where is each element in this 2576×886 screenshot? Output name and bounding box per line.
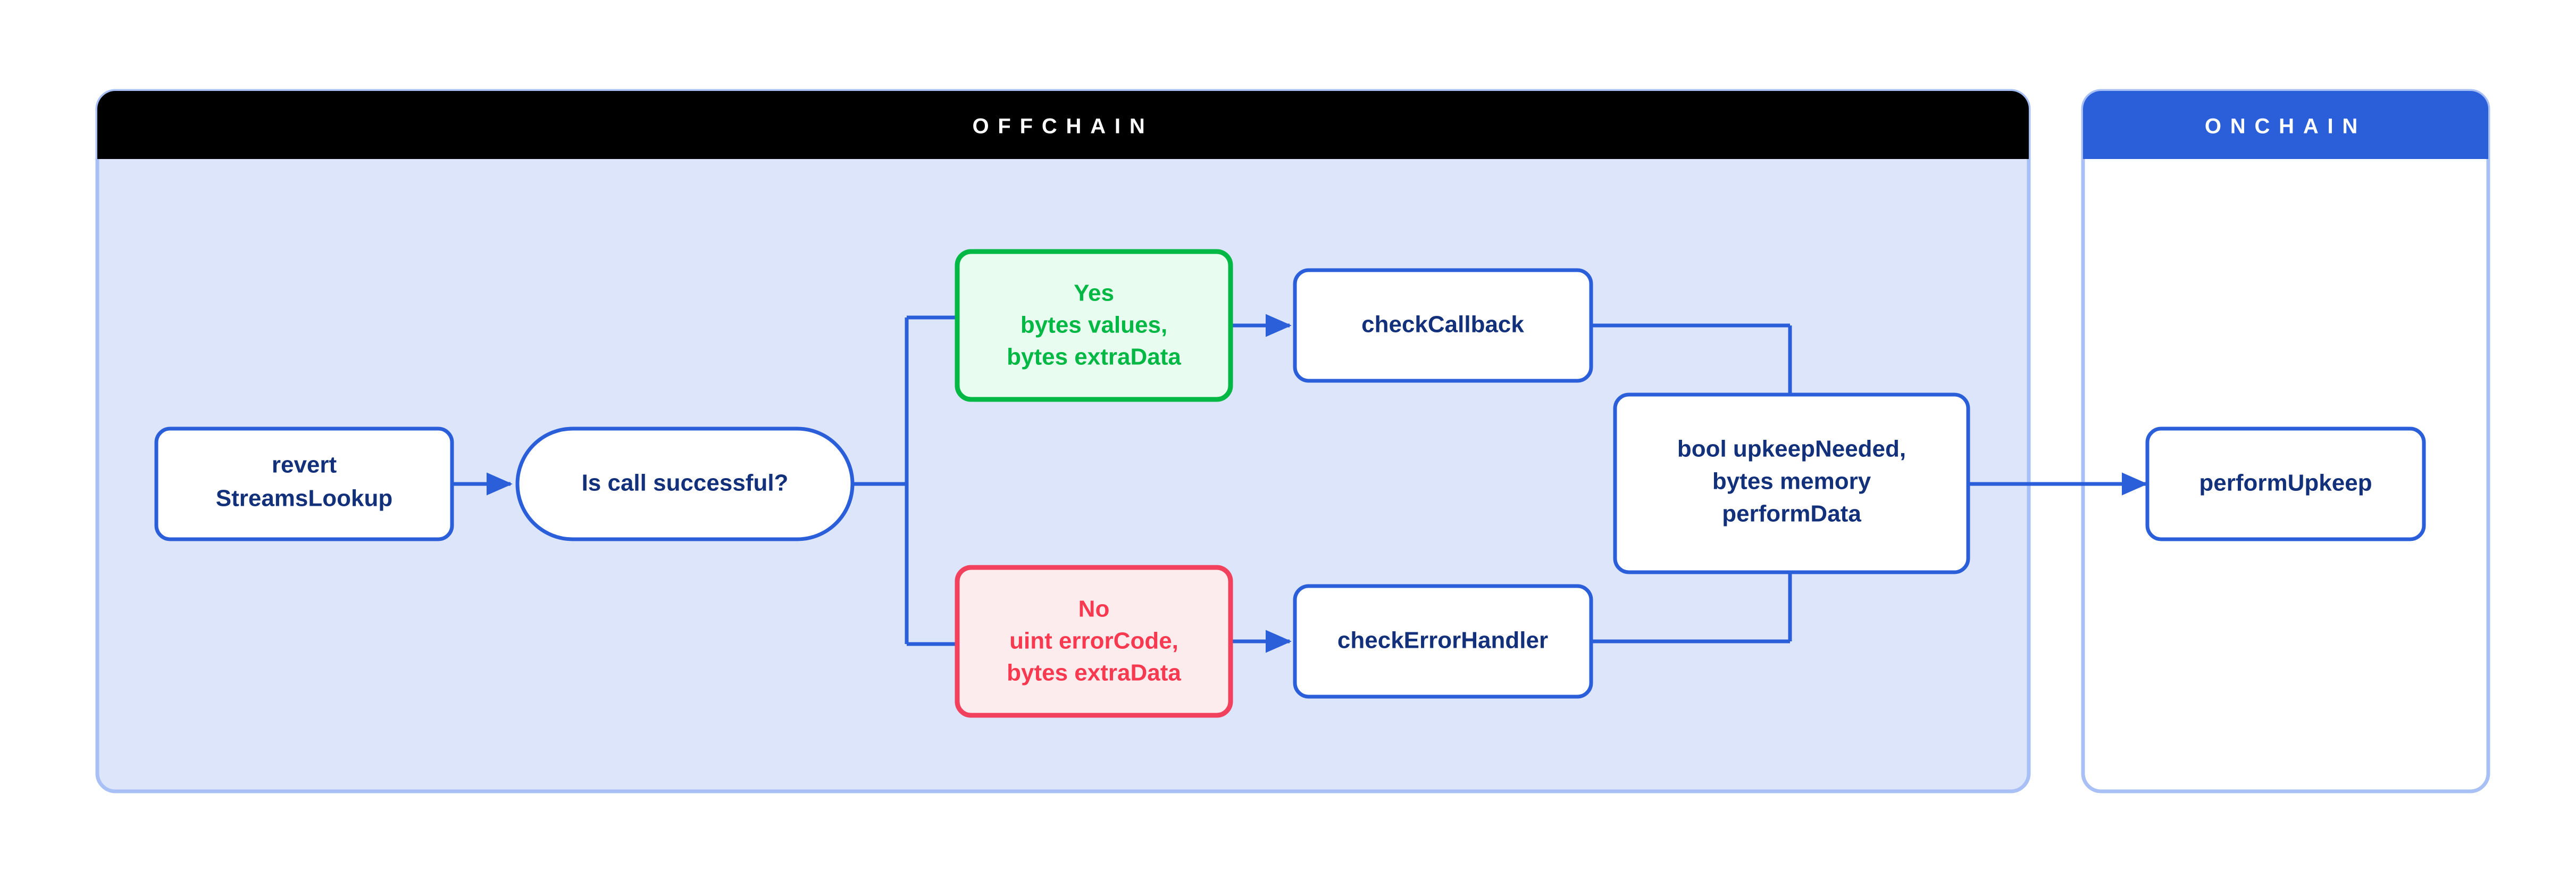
node-perform-upkeep-label: performUpkeep — [2199, 470, 2372, 496]
node-upkeep-needed-line-3: performData — [1722, 501, 1861, 527]
node-check-callback-shape[interactable] — [1293, 268, 1593, 383]
node-check-error-handler-label: checkErrorHandler — [1337, 628, 1548, 654]
offchain-panel-header — [97, 91, 2029, 159]
node-yes-branch-line-2: bytes values, — [1021, 312, 1167, 338]
node-revert-streamslookup-line-1: revert — [272, 452, 337, 478]
node-revert-streamslookup-shape[interactable] — [154, 427, 454, 541]
node-check-callback-label: checkCallback — [1361, 312, 1524, 338]
node-yes-branch-shape[interactable] — [955, 249, 1233, 402]
node-is-call-successful-label: Is call successful? — [582, 470, 789, 496]
onchain-panel-header — [2083, 91, 2488, 159]
node-no-branch-line-3: bytes extraData — [1007, 660, 1181, 686]
node-check-error-handler[interactable]: checkErrorHandler — [1293, 584, 1593, 699]
node-perform-upkeep-shape[interactable] — [2145, 427, 2426, 541]
node-perform-upkeep[interactable]: performUpkeep — [2145, 427, 2426, 541]
node-no-branch-shape[interactable] — [955, 565, 1233, 718]
node-upkeep-needed[interactable]: bool upkeepNeeded, bytes memory performD… — [1613, 392, 1970, 574]
node-yes-branch[interactable]: Yes bytes values, bytes extraData — [955, 249, 1233, 402]
onchain-panel-title: ONCHAIN — [2205, 115, 2366, 138]
node-upkeep-needed-line-1: bool upkeepNeeded, — [1677, 436, 1906, 462]
node-no-branch-line-2: uint errorCode, — [1009, 628, 1178, 654]
node-revert-streamslookup-line-2: StreamsLookup — [216, 486, 393, 512]
node-no-branch[interactable]: No uint errorCode, bytes extraData — [955, 565, 1233, 718]
node-check-callback[interactable]: checkCallback — [1293, 268, 1593, 383]
offchain-panel-title: OFFCHAIN — [972, 115, 1153, 138]
node-upkeep-needed-shape[interactable] — [1613, 392, 1970, 574]
node-is-call-successful[interactable]: Is call successful? — [515, 427, 855, 541]
node-yes-branch-line-1: Yes — [1074, 280, 1114, 306]
node-revert-streamslookup[interactable]: revert StreamsLookup — [154, 427, 454, 541]
node-yes-branch-line-3: bytes extraData — [1007, 344, 1181, 370]
node-no-branch-line-1: No — [1078, 596, 1110, 622]
node-is-call-successful-shape[interactable] — [515, 427, 855, 541]
node-check-error-handler-shape[interactable] — [1293, 584, 1593, 699]
node-upkeep-needed-line-2: bytes memory — [1712, 469, 1871, 495]
